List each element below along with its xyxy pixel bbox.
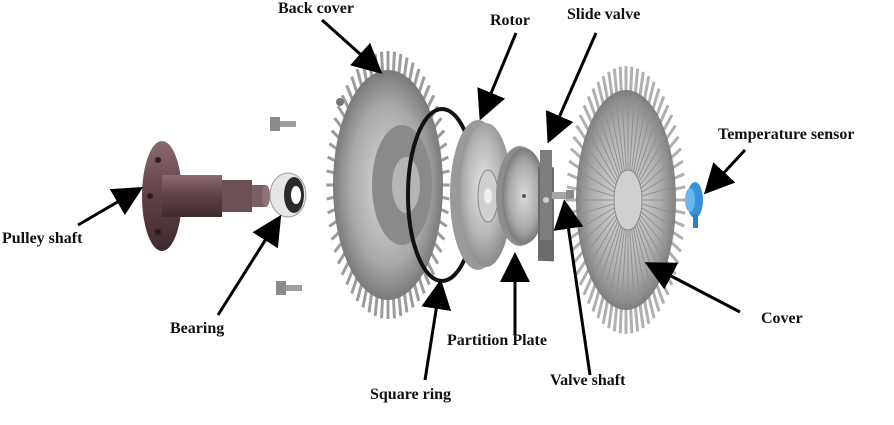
- cover-radial-fin: [632, 101, 647, 173]
- cover-radial-fin: [603, 108, 622, 175]
- cover-radial-fin: [598, 115, 620, 177]
- cover-radial-fin: [638, 135, 667, 182]
- bolt-top: [270, 117, 296, 131]
- cover-part: [566, 66, 686, 334]
- arrow-rotor: [477, 32, 518, 121]
- cover-radial-fin: [641, 185, 676, 197]
- cover-radial-fin: [580, 203, 615, 215]
- cover-radial-fin: [581, 172, 615, 193]
- cover-radial-fin: [639, 146, 670, 186]
- cover-radial-fin: [589, 135, 618, 182]
- arrow-back-cover: [321, 18, 383, 74]
- temperature-sensor-part: [685, 182, 703, 228]
- cover-radial-fin: [615, 228, 625, 303]
- cover-radial-fin: [636, 115, 658, 177]
- cover-radial-fin: [632, 227, 647, 299]
- cover-radial-fin: [629, 229, 635, 306]
- cover-radial-fin: [581, 207, 615, 228]
- bolt-bottom: [276, 281, 302, 295]
- label-slide-valve: Slide valve: [567, 6, 641, 23]
- cover-radial-fin: [586, 146, 617, 186]
- label-rotor: Rotor: [490, 12, 530, 29]
- slide-valve-part: [538, 150, 554, 262]
- cover-radial-fin: [641, 207, 675, 228]
- cover-radial-fin: [593, 124, 619, 179]
- label-square-ring: Square ring: [370, 386, 452, 403]
- label-cover: Cover: [761, 310, 803, 327]
- label-temperature-sensor: Temperature sensor: [718, 126, 855, 143]
- arrow-bearing: [216, 214, 282, 316]
- arrow-cover: [644, 262, 741, 314]
- cover-radial-fin: [593, 221, 619, 276]
- arrow-temperature-sensor: [703, 148, 747, 195]
- cover-radial-fin: [637, 124, 663, 179]
- label-pulley-shaft: Pulley shaft: [2, 230, 83, 247]
- cover-radial-fin: [609, 101, 624, 173]
- cover-radial-fin: [621, 94, 627, 171]
- rotor-part: [450, 120, 512, 270]
- cover-radial-fin: [609, 227, 624, 299]
- arrow-slide-valve: [545, 32, 598, 144]
- cover-radial-fin: [640, 211, 673, 241]
- arrow-pulley-shaft: [77, 186, 144, 227]
- cover-radial-fin: [634, 108, 653, 175]
- cover-radial-fin: [603, 225, 622, 292]
- label-bearing: Bearing: [170, 320, 225, 337]
- label-valve-shaft: Valve shaft: [550, 372, 626, 389]
- cover-radial-fin: [641, 203, 676, 215]
- partition-plate-part: [496, 146, 546, 246]
- label-back-cover: Back cover: [278, 0, 354, 17]
- label-partition-plate: Partition Plate: [447, 332, 547, 349]
- cover-radial-fin: [615, 97, 625, 172]
- cover-radial-fin: [621, 229, 627, 306]
- cover-radial-fin: [631, 228, 641, 303]
- arrow-square-ring: [421, 279, 452, 381]
- cover-radial-fin: [586, 214, 617, 254]
- cover-radial-fin: [583, 211, 616, 241]
- cover-radial-fin: [583, 159, 616, 189]
- cover-radial-fin: [589, 218, 618, 265]
- cover-radial-fin: [640, 159, 673, 189]
- cover-radial-fin: [629, 94, 635, 171]
- valve-shaft-part: [552, 190, 574, 201]
- cover-radial-fin: [598, 223, 620, 285]
- cover-radial-fin: [580, 185, 615, 197]
- pulley-shaft-part: [142, 141, 270, 251]
- arrow-valve-shaft: [553, 199, 592, 376]
- cover-radial-fin: [641, 172, 675, 193]
- cover-radial-fin: [639, 214, 670, 254]
- arrows: [77, 18, 747, 381]
- bearing-part: [269, 172, 307, 218]
- cover-radial-fin: [638, 218, 667, 265]
- cover-radial-fin: [631, 97, 641, 172]
